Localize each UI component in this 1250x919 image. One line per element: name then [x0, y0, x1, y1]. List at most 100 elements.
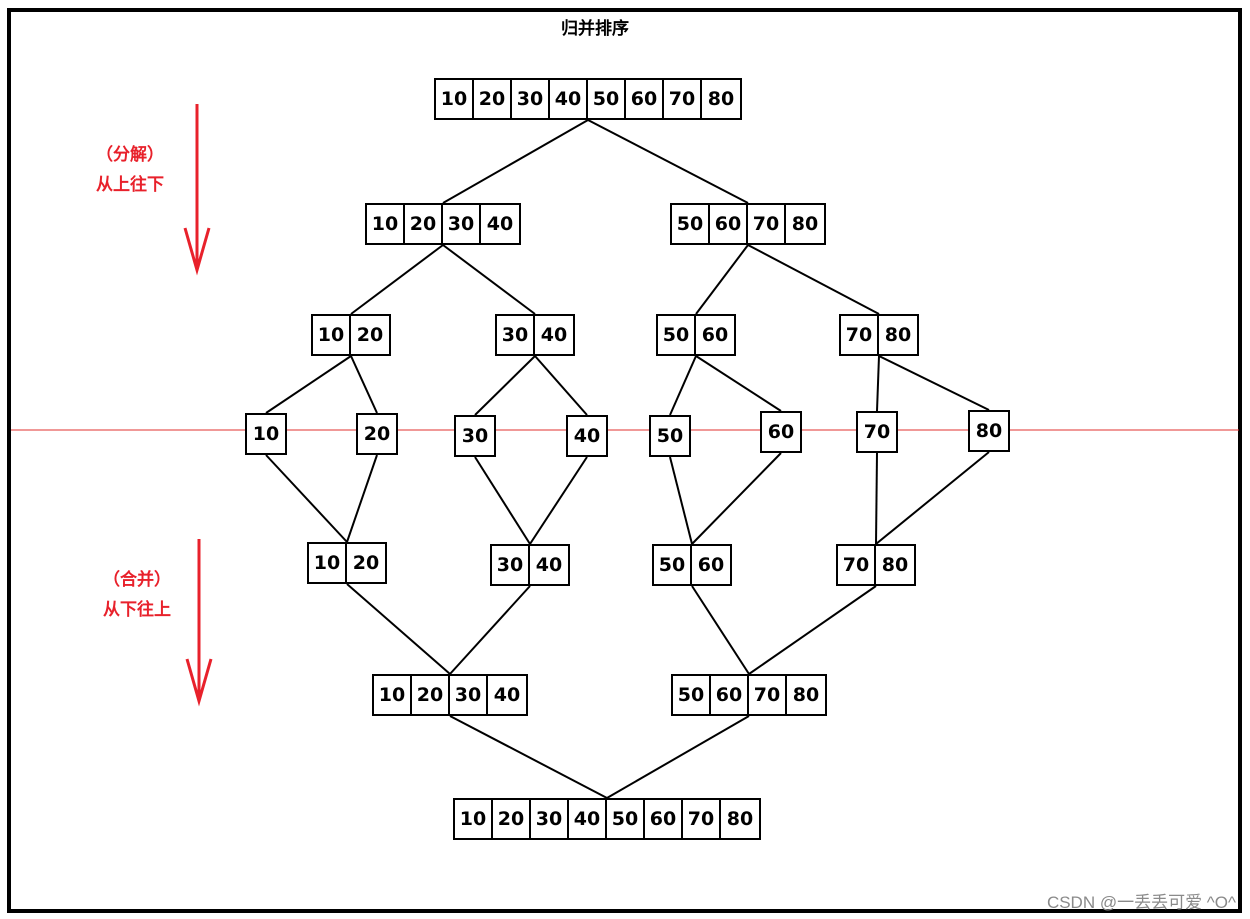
array-cell: 50 [607, 800, 645, 838]
diagram-frame [7, 8, 1242, 913]
array-node: 30 [454, 415, 496, 457]
array-cell: 10 [309, 544, 347, 582]
connector-line [474, 355, 536, 416]
array-cell: 50 [658, 316, 696, 354]
array-cell: 70 [749, 676, 787, 714]
down-arrow-icon [183, 104, 211, 276]
watermark: CSDN @一丢丢可爱 ^O^ [1046, 893, 1236, 912]
array-cell: 50 [672, 205, 710, 243]
down-arrow-icon [185, 539, 213, 707]
merge-label-line2: 从下往上 [103, 600, 171, 620]
array-cell: 30 [443, 205, 481, 243]
array-cell: 70 [748, 205, 786, 243]
array-cell: 80 [792, 684, 820, 706]
connector-line [695, 244, 749, 315]
merge-label: （合并） 从下往上 [67, 565, 207, 625]
array-cell: 80 [884, 324, 912, 346]
array-cell: 40 [486, 213, 514, 235]
connector-line [534, 355, 588, 416]
array-cell: 40 [540, 324, 568, 346]
array-cell: 70 [863, 421, 891, 443]
array-cell: 60 [697, 554, 725, 576]
array-cell: 30 [531, 800, 569, 838]
connector-line [346, 454, 378, 543]
array-cell: 50 [673, 676, 711, 714]
array-node: 80 [968, 410, 1010, 452]
connector-line [350, 244, 444, 315]
connector-line [350, 355, 378, 414]
array-cell: 70 [841, 316, 879, 354]
array-cell: 80 [881, 554, 909, 576]
connector-line [691, 452, 782, 545]
array-cell: 80 [975, 420, 1003, 442]
connector-line [442, 119, 589, 204]
array-cell: 50 [654, 546, 692, 584]
array-cell: 20 [412, 676, 450, 714]
array-cell: 80 [791, 213, 819, 235]
connector-line [878, 355, 990, 411]
array-cell: 20 [474, 80, 512, 118]
array-cell: 70 [664, 80, 702, 118]
array-node: 40 [566, 415, 608, 457]
array-cell: 30 [461, 425, 489, 447]
array-cell: 20 [352, 552, 380, 574]
connector-line [346, 583, 451, 675]
array-cell: 50 [656, 425, 684, 447]
array-cell: 10 [252, 423, 280, 445]
array-cell: 40 [573, 425, 601, 447]
array-cell: 60 [710, 205, 748, 243]
array-node: 10 [245, 413, 287, 455]
array-cell: 40 [550, 80, 588, 118]
array-node: 20 [356, 413, 398, 455]
connector-line [442, 244, 536, 315]
decompose-label-line1: （分解） [96, 145, 164, 165]
decompose-label: （分解） 从上往下 [60, 140, 200, 200]
array-cell: 20 [363, 423, 391, 445]
connector-line [747, 244, 880, 315]
connector-line [876, 355, 880, 412]
array-cell: 80 [707, 88, 735, 110]
array-cell: 40 [535, 554, 563, 576]
merge-label-line1: （合并） [103, 570, 171, 590]
array-cell: 20 [405, 205, 443, 243]
array-cell: 10 [436, 80, 474, 118]
connector-line [875, 452, 878, 545]
array-cell: 60 [767, 421, 795, 443]
array-node: 50 [649, 415, 691, 457]
diagram-title: 归并排序 [561, 19, 629, 39]
array-cell: 10 [313, 316, 351, 354]
array-cell: 60 [701, 324, 729, 346]
connector-line [606, 715, 750, 799]
connector-line [449, 585, 531, 675]
connector-line [669, 355, 697, 416]
array-cell: 20 [493, 800, 531, 838]
connector-line [875, 451, 990, 545]
array-cell: 10 [455, 800, 493, 838]
array-cell: 70 [683, 800, 721, 838]
connector-line [748, 585, 877, 675]
array-cell: 70 [838, 546, 876, 584]
array-cell: 30 [497, 316, 535, 354]
array-cell: 10 [374, 676, 412, 714]
decompose-label-line2: 从上往下 [96, 175, 164, 195]
array-cell: 30 [450, 676, 488, 714]
array-cell: 30 [492, 546, 530, 584]
connector-line [695, 355, 782, 412]
array-cell: 10 [367, 205, 405, 243]
array-cell: 80 [726, 808, 754, 830]
array-cell: 30 [512, 80, 550, 118]
